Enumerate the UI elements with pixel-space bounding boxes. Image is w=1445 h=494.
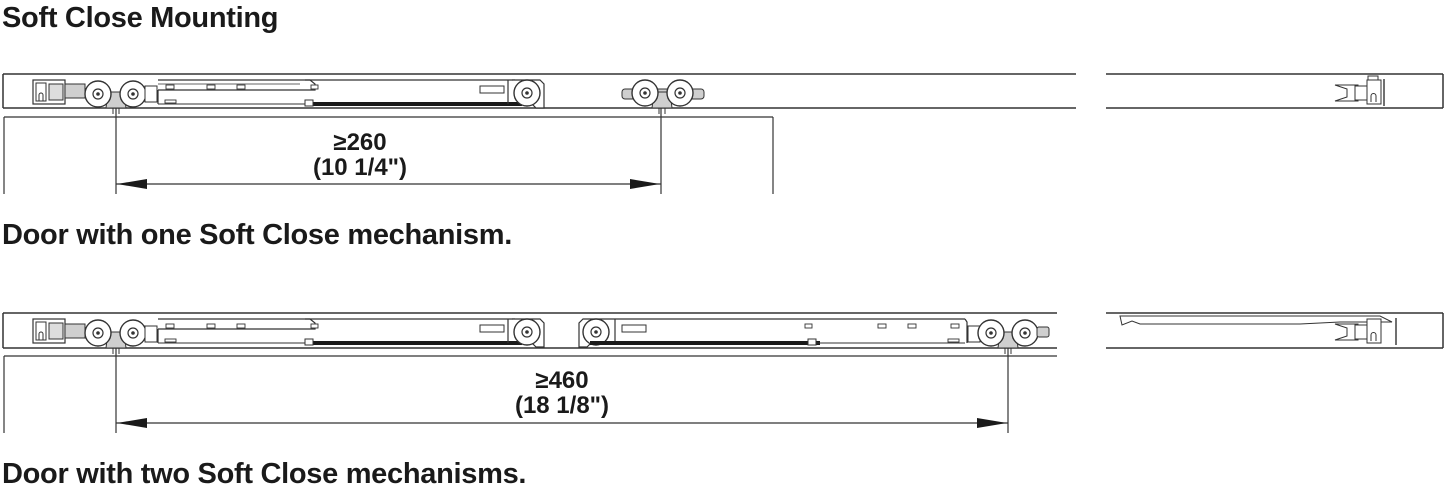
soft-close-mechanism	[32, 79, 545, 115]
arrowhead-right-icon	[630, 179, 660, 189]
page-title: Soft Close Mounting	[2, 2, 279, 34]
right-end-stop-with-catch	[1119, 315, 1397, 345]
dimension-label-one: ≥260 (10 1/4")	[290, 130, 430, 180]
dimension-imperial: (18 1/8")	[514, 392, 610, 419]
dimension-lines-one	[3, 108, 774, 194]
caption-two-mechanisms: Door with two Soft Close mechanisms.	[2, 458, 527, 490]
dimension-imperial: (10 1/4")	[312, 154, 408, 181]
track-rail-right	[1106, 73, 1444, 109]
running-carrier	[621, 79, 705, 115]
track-rail-right	[1106, 312, 1444, 349]
dimension-label-two: ≥460 (18 1/8")	[492, 368, 632, 418]
dimension-lines-two	[3, 348, 1057, 433]
dimension-metric: ≥460	[535, 367, 589, 394]
arrowhead-left-icon	[117, 179, 147, 189]
track-rail-left	[2, 312, 1057, 349]
diagram-one-soft-close	[2, 73, 1444, 194]
right-end-stop	[1334, 75, 1385, 106]
dimension-metric: ≥260	[333, 129, 387, 156]
soft-close-mechanism-left	[32, 318, 545, 355]
soft-close-mechanism-right	[578, 318, 1050, 355]
arrowhead-right-icon	[977, 418, 1007, 428]
arrowhead-left-icon	[117, 418, 147, 428]
diagram-two-soft-close	[2, 312, 1444, 433]
caption-one-mechanism: Door with one Soft Close mechanism.	[2, 219, 512, 251]
